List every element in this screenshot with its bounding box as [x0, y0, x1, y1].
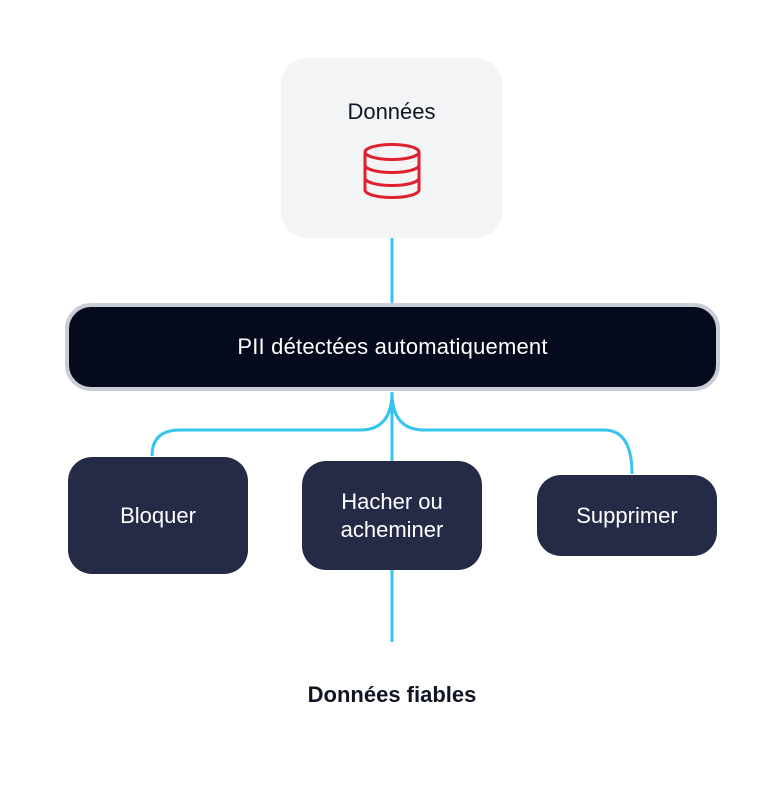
- pii-detection-bar: PII détectées automatiquement: [65, 303, 720, 391]
- database-icon: [363, 143, 420, 199]
- connector-to-delete: [390, 391, 634, 475]
- action-hash-route-label: Hacher ou acheminer: [340, 488, 444, 542]
- trusted-data-label: Données fiables: [307, 682, 477, 707]
- data-source-title: Données: [347, 99, 436, 124]
- action-block-box: Bloquer: [68, 457, 248, 574]
- connector-to-block: [150, 391, 394, 457]
- action-hash-route-box: Hacher ou acheminer: [302, 461, 482, 570]
- action-delete-box: Supprimer: [537, 475, 717, 556]
- pii-detection-label: PII détectées automatiquement: [237, 334, 548, 359]
- data-source-box: Données: [281, 58, 502, 238]
- action-block-label: Bloquer: [120, 502, 196, 528]
- action-delete-label: Supprimer: [576, 502, 678, 528]
